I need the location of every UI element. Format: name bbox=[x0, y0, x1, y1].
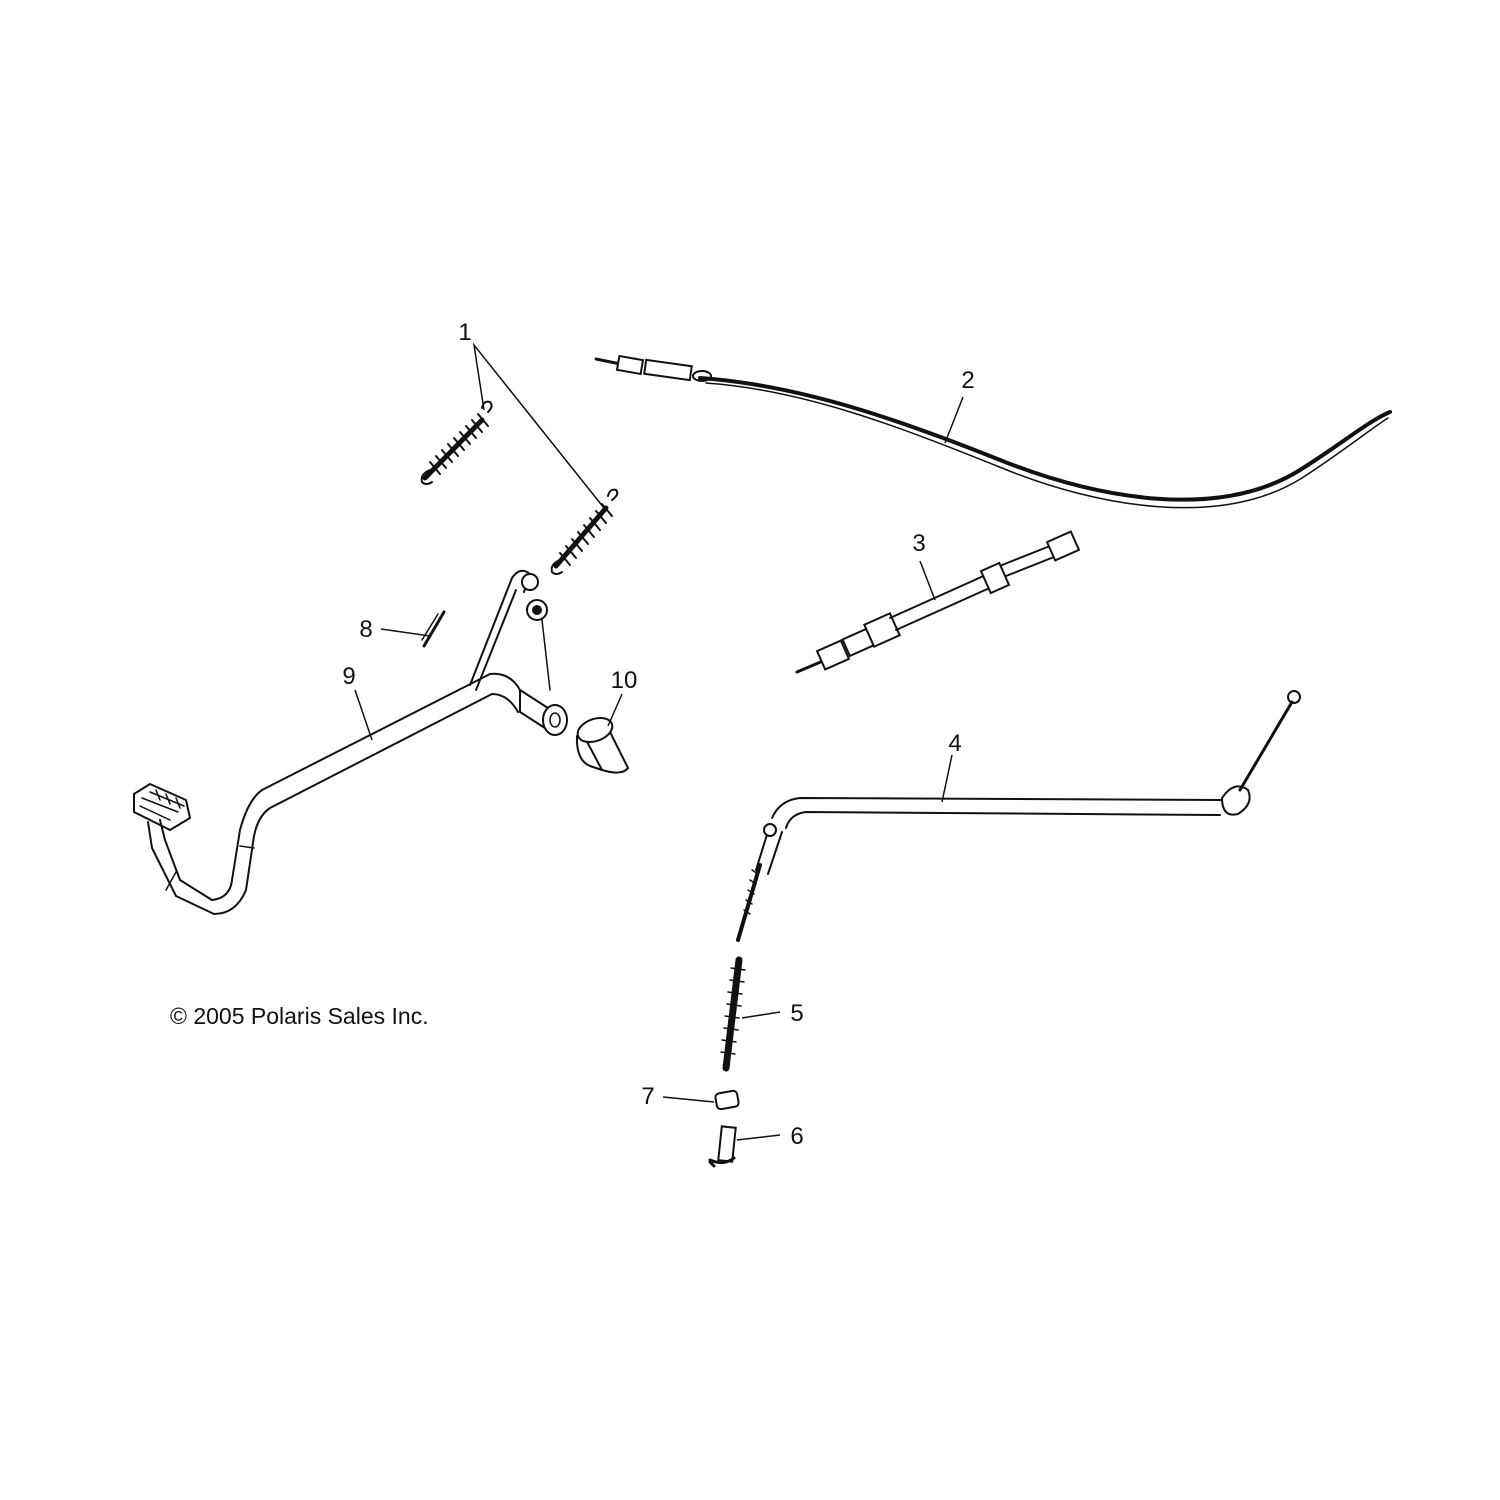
callout-2: 2 bbox=[961, 367, 974, 394]
part-3-cable-adjuster bbox=[795, 530, 1081, 674]
copyright-notice: © 2005 Polaris Sales Inc. bbox=[170, 1003, 429, 1029]
leader-9 bbox=[354, 689, 373, 741]
spring-upper bbox=[420, 400, 493, 485]
callout-10: 10 bbox=[611, 667, 638, 694]
part-1-return-springs bbox=[420, 342, 619, 575]
leader-2 bbox=[944, 396, 964, 444]
part-10-bushing bbox=[575, 693, 629, 774]
callout-8: 8 bbox=[359, 616, 372, 643]
callout-3: 3 bbox=[912, 530, 925, 557]
part-4-brake-rod bbox=[736, 690, 1301, 942]
part-9-brake-pedal bbox=[133, 569, 568, 915]
callout-1: 1 bbox=[458, 319, 471, 346]
callout-5: 5 bbox=[790, 1000, 803, 1027]
spring-lower bbox=[550, 488, 619, 575]
part-6-pin bbox=[708, 1125, 781, 1168]
leader-8 bbox=[380, 628, 431, 637]
leader-7 bbox=[662, 1096, 715, 1103]
leader-5 bbox=[741, 1011, 781, 1019]
part-7-bushing bbox=[662, 1089, 740, 1111]
leader-4 bbox=[941, 754, 953, 803]
leader-1 bbox=[472, 342, 605, 509]
callout-6: 6 bbox=[790, 1123, 803, 1150]
callout-9: 9 bbox=[342, 663, 355, 690]
leader-3 bbox=[919, 560, 936, 601]
leader-6 bbox=[736, 1134, 781, 1141]
callout-7: 7 bbox=[641, 1083, 654, 1110]
callout-4: 4 bbox=[948, 730, 961, 757]
part-2-brake-cable bbox=[594, 354, 1392, 509]
part-5-spring bbox=[720, 956, 781, 1072]
part-8-cotter-pin bbox=[380, 610, 446, 648]
leader-10 bbox=[607, 693, 623, 727]
